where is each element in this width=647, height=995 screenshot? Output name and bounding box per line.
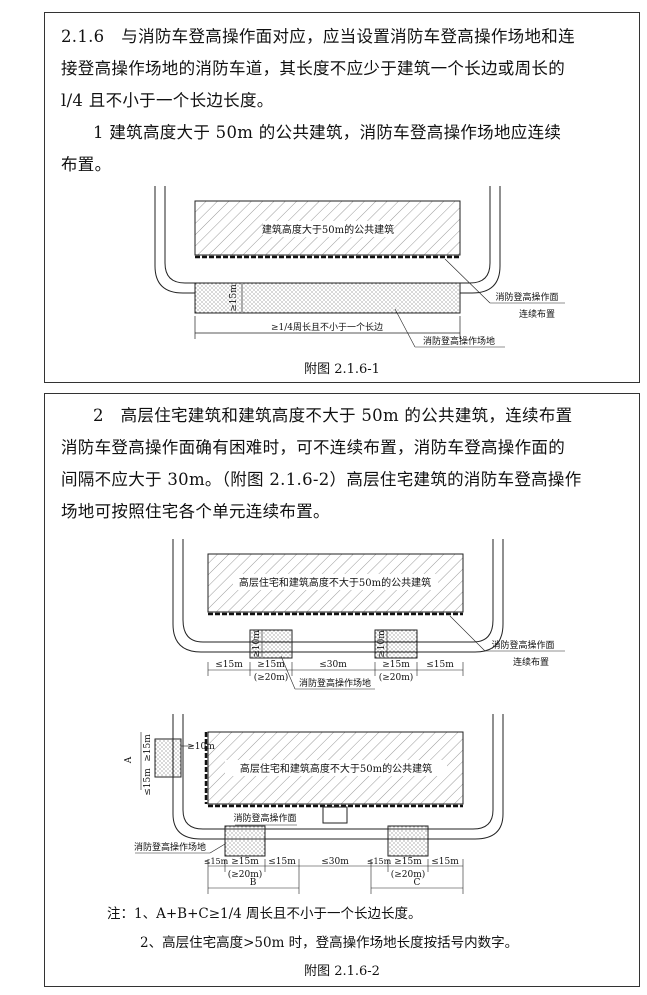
- clause-text-line: 2.1.6 与消防车登高操作面对应，应当设置消防车登高操作场地和连: [61, 27, 575, 46]
- dim-label: ≤15m: [268, 857, 296, 867]
- dim-label: ≤15m: [204, 857, 229, 866]
- small-box: [322, 806, 348, 824]
- clause-text-line: 消防车登高操作面确有困难时，可不连续布置，消防车登高操作面的: [61, 438, 565, 457]
- dim-label: ≥10m: [187, 742, 215, 752]
- building-label: 建筑高度大于50m的公共建筑: [262, 223, 394, 236]
- clause-text-line: 1 建筑高度大于 50m 的公共建筑，消防车登高操作场地应连续: [93, 123, 562, 142]
- clause-text-line: 间隔不应大于 30m。（附图 2.1.6-2）高层住宅建筑的消防车登高操作: [61, 470, 582, 489]
- figure-caption: 附图 2.1.6-1: [304, 362, 380, 377]
- figure-2-1-6-2: 高层住宅和建筑高度不大于50m的公共建筑 ≥10m ≥10m ≤15m ≥15m…: [124, 539, 565, 894]
- clause-text-line: 2 高层住宅建筑和建筑高度不大于 50m 的公共建筑，连续布置: [93, 406, 573, 425]
- building-label-bottom: 高层住宅和建筑高度不大于50m的公共建筑: [240, 762, 432, 775]
- figure-panel-2: 2 高层住宅建筑和建筑高度不大于 50m 的公共建筑，连续布置 消防车登高操作面…: [44, 393, 640, 987]
- dim-label: ≤15m: [215, 660, 243, 670]
- dim-label: ≤15m: [431, 857, 459, 867]
- depth-label: ≥15m: [229, 284, 239, 312]
- dim-label: ≥15m: [394, 857, 422, 867]
- face-label: 消防登高操作面: [495, 291, 558, 303]
- site-label: 消防登高操作场地: [134, 841, 206, 853]
- dim-label: (≥20m): [391, 869, 426, 880]
- face-label: 消防登高操作面: [233, 812, 296, 824]
- letter-c: C: [414, 878, 421, 888]
- fire-lane-right: [460, 186, 501, 294]
- dim-label: ≤30m: [321, 857, 349, 867]
- letter-b: B: [250, 878, 257, 888]
- operation-site-top-1: [249, 629, 293, 659]
- dim-label: (≥20m): [228, 869, 263, 880]
- operation-site-bottom-1: [224, 825, 266, 857]
- dim-label: (≥20m): [379, 672, 414, 683]
- figure-caption: 附图 2.1.6-2: [304, 964, 380, 979]
- fire-lane-left: [154, 186, 195, 294]
- dim-label: ≤15m: [367, 857, 392, 866]
- figure-2-1-6-1: 建筑高度大于50m的公共建筑 ≥15m ≥1/4周长且不小于一个长边 消防登高操…: [154, 186, 565, 348]
- clause-text-line: 接登高操作场地的消防车道，其长度不应少于建筑一个长边或周长的: [61, 59, 565, 78]
- dim-label: ≤15m: [143, 768, 153, 796]
- letter-a: A: [124, 756, 134, 764]
- note-line: 2、高层住宅高度>50m 时，登高操作场地长度按括号内数字。: [140, 935, 519, 951]
- site-label: 消防登高操作场地: [423, 335, 495, 347]
- clause-text-line: 布置。: [61, 155, 112, 174]
- dim-label: ≥15m: [257, 660, 285, 670]
- length-label: ≥1/4周长且不小于一个长边: [271, 321, 383, 333]
- dim-label: (≥20m): [254, 672, 289, 683]
- figure-panel-1: 2.1.6 与消防车登高操作面对应，应当设置消防车登高操作场地和连 接登高操作场…: [44, 12, 640, 383]
- dim-label: ≤30m: [319, 660, 347, 670]
- clause-text-line: l/4 且不小于一个长边长度。: [61, 91, 274, 110]
- site-label: 消防登高操作场地: [299, 677, 371, 689]
- dim-label: ≥15m: [231, 857, 259, 867]
- operation-site: [194, 282, 461, 314]
- note-line: 注：1、A+B+C≥1/4 周长且不小于一个长边长度。: [107, 906, 422, 922]
- face-label-continuous: 连续布置: [513, 656, 549, 668]
- depth-label-top: ≥10m: [252, 630, 262, 658]
- operation-site-left: [154, 738, 182, 778]
- dim-label: ≥15m: [382, 660, 410, 670]
- operation-site-top-2: [374, 629, 418, 659]
- face-label-continuous: 连续布置: [519, 308, 555, 320]
- dim-label: ≤15m: [426, 660, 454, 670]
- dim-label: ≥15m: [143, 734, 153, 762]
- operation-site-bottom-2: [387, 825, 429, 857]
- building-label-top: 高层住宅和建筑高度不大于50m的公共建筑: [239, 576, 431, 589]
- face-label: 消防登高操作面: [491, 639, 554, 651]
- clause-text-line: 场地可按照住宅各个单元连续布置。: [61, 502, 330, 521]
- depth-label-top: ≥10m: [377, 630, 387, 658]
